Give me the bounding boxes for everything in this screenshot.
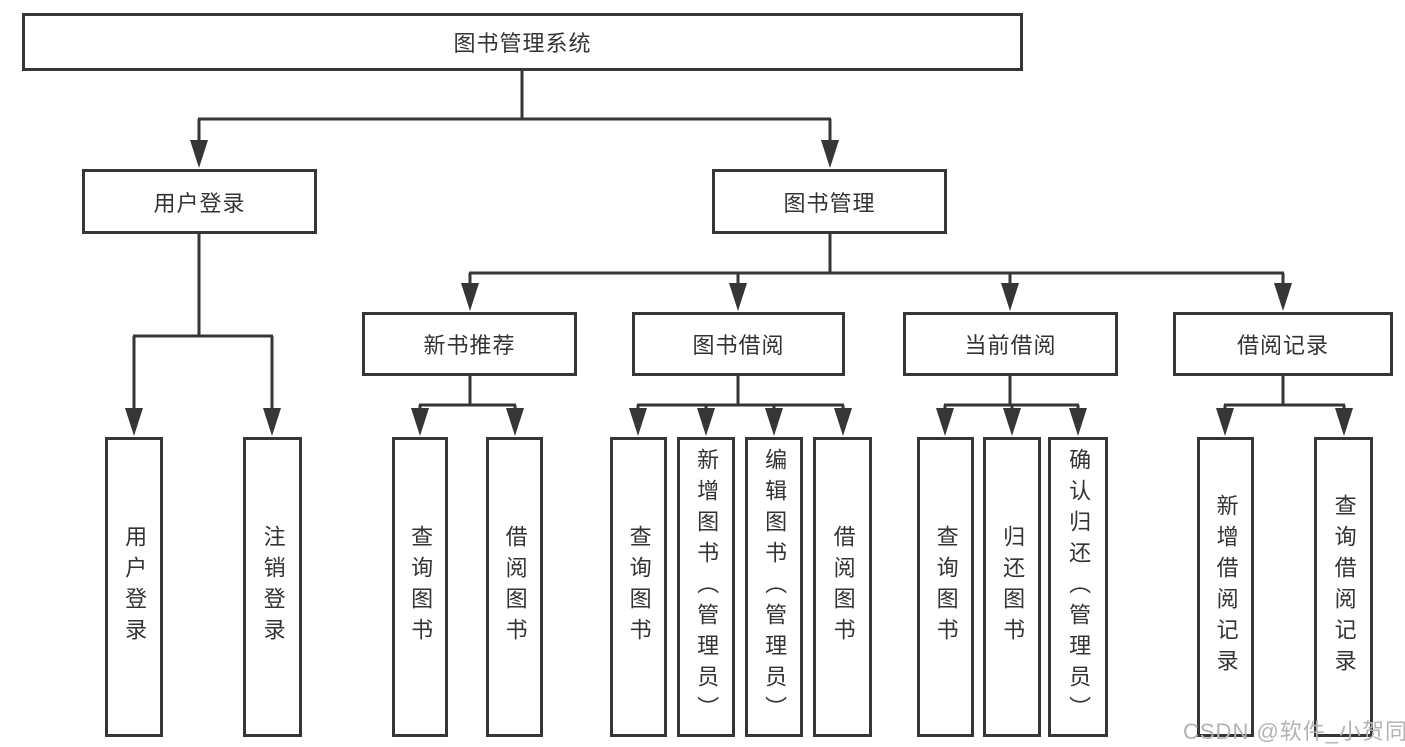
- leaf-borrow-books: 借阅图书: [813, 437, 872, 737]
- leaf-borrow-books-recommend: 借阅图书: [486, 437, 543, 737]
- leaf-edit-book-admin: 编辑图书（管理员）: [745, 437, 803, 737]
- node-book-borrow-label: 图书借阅: [692, 333, 785, 358]
- node-current-borrow: 当前借阅: [903, 312, 1118, 376]
- leaf-query-books-borrow: 查询图书: [610, 437, 667, 737]
- leaf-user-login: 用户登录: [105, 437, 163, 737]
- node-new-book-recommend-label: 新书推荐: [423, 333, 516, 358]
- leaf-add-book-admin: 新增图书（管理员）: [677, 437, 735, 737]
- leaf-edit-book-admin-label: 编辑图书（管理员）: [762, 447, 788, 727]
- node-borrow-records-label: 借阅记录: [1236, 333, 1329, 358]
- leaf-add-borrow-record: 新增借阅记录: [1197, 437, 1254, 737]
- leaf-query-books-current-label: 查询图书: [933, 525, 959, 649]
- leaf-add-book-admin-label: 新增图书（管理员）: [694, 447, 720, 727]
- leaf-logout-label: 注销登录: [260, 525, 286, 649]
- leaf-query-books-borrow-label: 查询图书: [626, 525, 652, 649]
- leaf-return-book-label: 归还图书: [1000, 525, 1026, 649]
- watermark-text: CSDN @软件_小贺同学: [1183, 719, 1405, 744]
- leaf-borrow-books-recommend-label: 借阅图书: [502, 525, 528, 649]
- node-user-login: 用户登录: [82, 169, 317, 234]
- node-book-management: 图书管理: [712, 169, 947, 234]
- leaf-query-borrow-record: 查询借阅记录: [1314, 437, 1373, 737]
- node-root-label: 图书管理系统: [453, 31, 592, 56]
- node-book-borrow: 图书借阅: [632, 312, 845, 376]
- node-user-login-label: 用户登录: [153, 190, 246, 216]
- leaf-query-borrow-record-label: 查询借阅记录: [1331, 494, 1357, 680]
- leaf-user-login-label: 用户登录: [122, 525, 148, 649]
- leaf-confirm-return-admin-label: 确认归还（管理员）: [1066, 447, 1092, 727]
- leaf-return-book: 归还图书: [983, 437, 1041, 737]
- node-borrow-records: 借阅记录: [1173, 312, 1393, 376]
- node-root: 图书管理系统: [22, 13, 1023, 71]
- node-new-book-recommend: 新书推荐: [362, 312, 577, 376]
- node-current-borrow-label: 当前借阅: [964, 333, 1057, 358]
- leaf-borrow-books-label: 借阅图书: [830, 525, 856, 649]
- leaf-query-books-recommend-label: 查询图书: [408, 525, 434, 649]
- leaf-query-books-current: 查询图书: [917, 437, 974, 737]
- node-book-management-label: 图书管理: [783, 190, 876, 216]
- leaf-query-books-recommend: 查询图书: [392, 437, 448, 737]
- leaf-logout: 注销登录: [243, 437, 302, 737]
- leaf-add-borrow-record-label: 新增借阅记录: [1213, 494, 1239, 680]
- leaf-confirm-return-admin: 确认归还（管理员）: [1048, 437, 1108, 737]
